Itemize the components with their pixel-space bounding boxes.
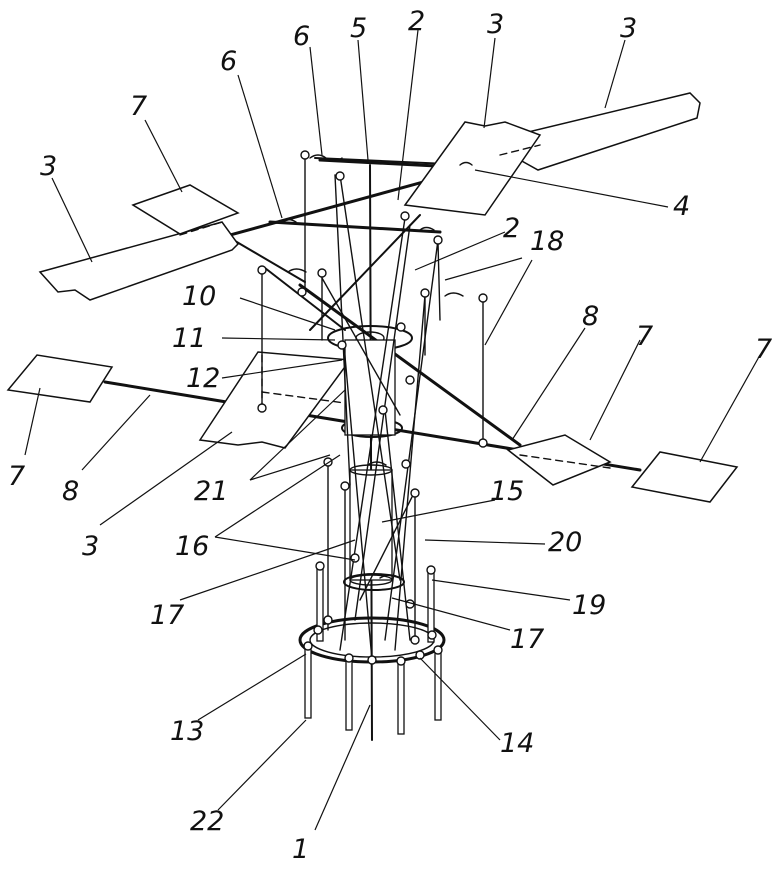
label-17-right: 17 (510, 624, 544, 655)
joint-knobs (257, 150, 488, 666)
label-3-top-center: 3 (487, 9, 504, 40)
label-2-mid: 2 (503, 213, 520, 244)
vane-7-upper-left (131, 184, 240, 235)
label-6-left: 6 (220, 46, 237, 77)
reference-numerals: 6 5 2 3 3 6 7 3 4 2 18 10 8 7 11 7 12 7 … (8, 6, 772, 865)
label-1: 1 (292, 834, 309, 865)
label-15: 15 (490, 476, 524, 507)
label-7-upper-left: 7 (130, 91, 147, 122)
label-7-left: 7 (8, 461, 25, 492)
label-11: 11 (172, 323, 206, 354)
label-4: 4 (673, 191, 690, 222)
tie-rods (321, 174, 439, 661)
label-7-far-right: 7 (755, 334, 772, 365)
leader-lines (24, 29, 761, 831)
label-5: 5 (350, 13, 367, 44)
hanger-rods (261, 154, 484, 641)
blade-3-center-upper (403, 121, 542, 216)
label-17-left: 17 (150, 600, 184, 631)
label-12: 12 (186, 363, 220, 394)
label-8-right: 8 (582, 301, 599, 332)
blade-3-left (38, 221, 239, 301)
blade-3-center-lower (198, 351, 352, 449)
label-21: 21 (194, 476, 228, 507)
label-22: 22 (190, 806, 224, 837)
label-19: 19 (572, 590, 606, 621)
label-3-lower: 3 (82, 531, 99, 562)
vane-7-right (630, 451, 739, 503)
central-mast (369, 164, 373, 741)
vane-7-left (6, 354, 114, 403)
label-2-top: 2 (408, 6, 425, 37)
label-18: 18 (530, 226, 564, 257)
label-6-top: 6 (293, 21, 310, 52)
label-7-center-right: 7 (636, 321, 653, 352)
label-3-left: 3 (40, 151, 57, 182)
label-13: 13 (170, 716, 204, 747)
label-20: 20 (548, 527, 582, 558)
label-14: 14 (500, 728, 534, 759)
label-16: 16 (175, 531, 209, 562)
beam-clips (281, 154, 473, 579)
label-8-left: 8 (62, 476, 79, 507)
label-3-top-right: 3 (620, 13, 637, 44)
label-10: 10 (182, 281, 216, 312)
